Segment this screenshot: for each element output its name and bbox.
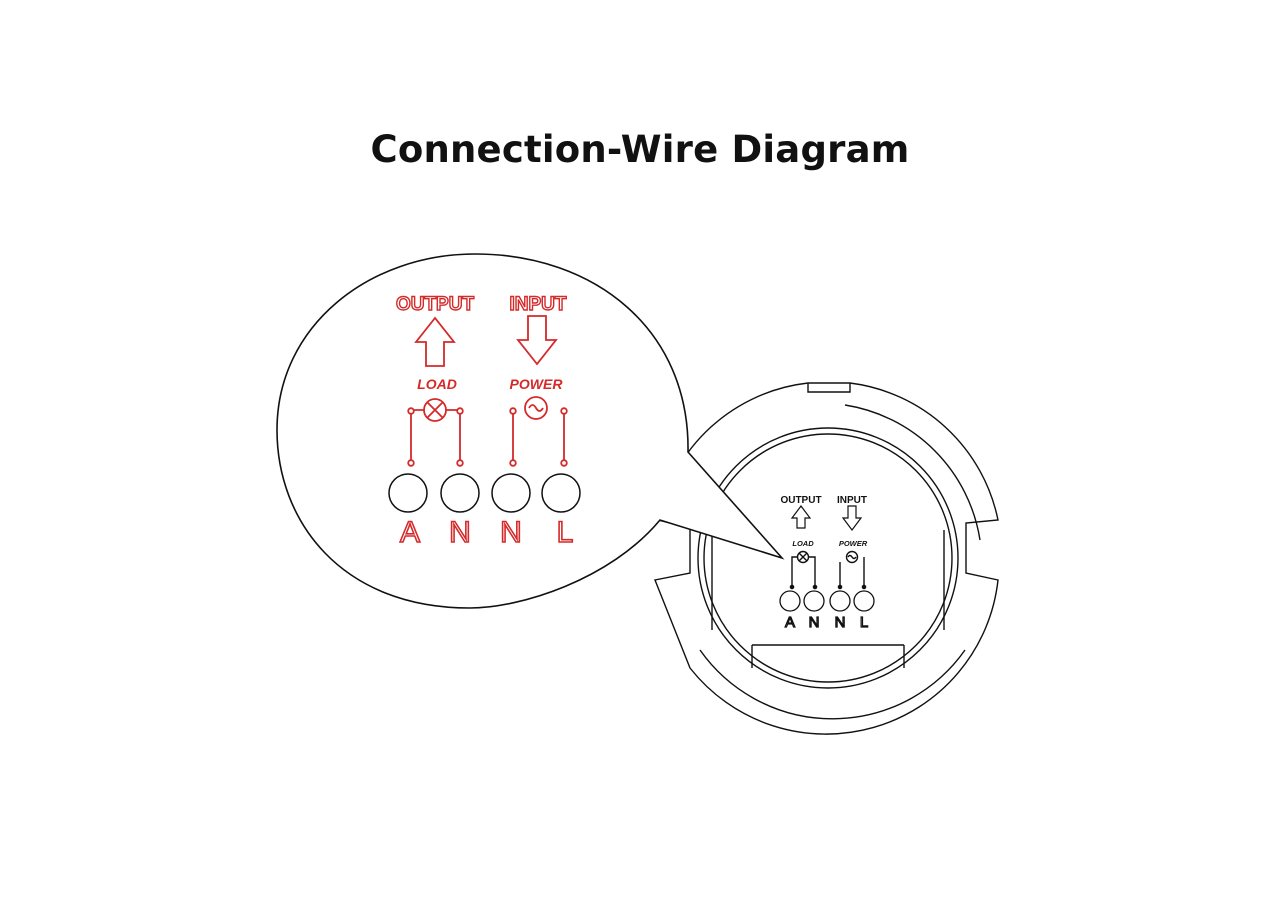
device-down-arrow-icon [841,505,863,531]
device-terminal-label-a: A [785,614,795,631]
device-power-label: POWER [839,539,868,548]
device-terminal-label-l: L [860,614,868,631]
diagram-title: Connection-Wire Diagram [370,128,910,171]
callout-ac-source-icon [524,396,548,420]
callout-terminal-label-n1: N [449,516,471,549]
callout-terminal-label-l: L [557,516,574,549]
device-housing [654,382,999,735]
device-up-arrow-icon [790,505,812,529]
callout-up-arrow-icon [414,316,456,367]
device-terminal-label-n2: N [835,614,846,631]
callout-terminal-n2 [491,473,531,513]
callout-down-arrow-icon [516,315,558,366]
callout-terminal-label-n2: N [500,516,522,549]
callout-wiring [407,396,568,467]
callout-terminal-a [388,473,428,513]
device-load-label: LOAD [792,539,814,548]
device-terminal-n2 [829,590,851,612]
callout-terminal-label-a: A [400,516,420,549]
device-ac-source-icon [845,550,859,564]
callout-input-label: INPUT [510,294,567,315]
device-input-label: INPUT [837,495,867,506]
callout-output-label: OUTPUT [396,294,475,315]
callout-bubble [276,253,785,609]
device-terminal-n1 [803,590,825,612]
callout-load-label: LOAD [417,376,457,392]
callout-power-label: POWER [510,376,564,392]
callout-terminal-l [541,473,581,513]
device-output-label: OUTPUT [780,495,821,506]
callout-terminal-screws [388,473,581,513]
device-terminal-label-n1: N [809,614,820,631]
device-lamp-icon [796,550,810,564]
callout-terminal-n1 [440,473,480,513]
device-terminal-l [853,590,875,612]
device-terminal-a [779,590,801,612]
device-terminal-screws [779,590,875,612]
device-wiring [789,550,867,590]
